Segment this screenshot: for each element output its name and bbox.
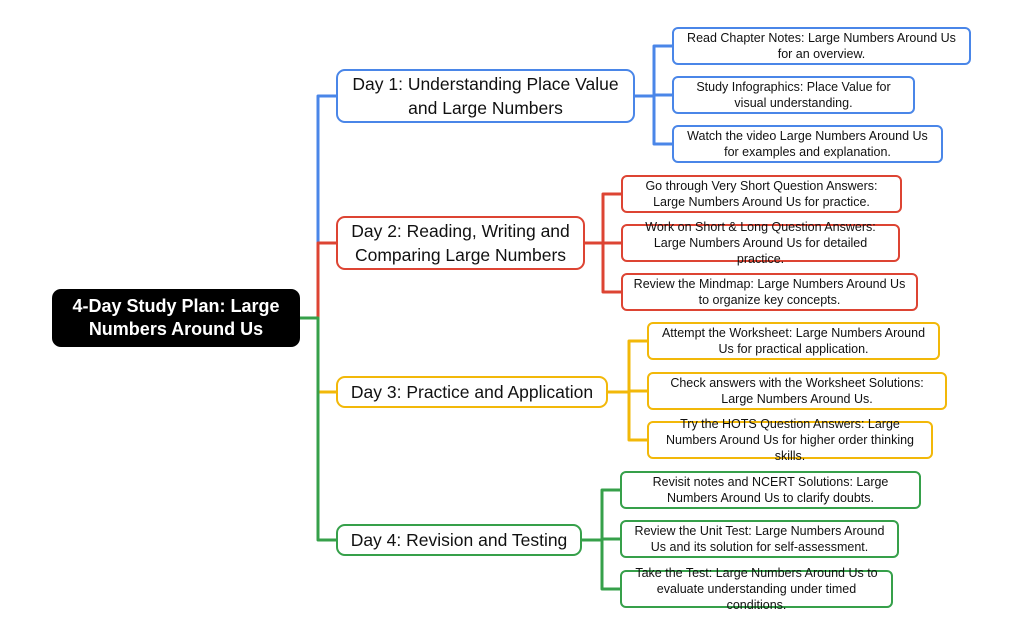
day-2-node: Day 2: Reading, Writing and Comparing La… <box>336 216 585 270</box>
day-3-task-1: Attempt the Worksheet: Large Numbers Aro… <box>647 322 940 360</box>
day-4-node: Day 4: Revision and Testing <box>336 524 582 556</box>
day-1-node: Day 1: Understanding Place Value and Lar… <box>336 69 635 123</box>
connector-root-day-2 <box>300 241 336 320</box>
connector-root-day-4 <box>300 316 336 542</box>
day-1-task-1: Read Chapter Notes: Large Numbers Around… <box>672 27 971 65</box>
day-4-task-1: Revisit notes and NCERT Solutions: Large… <box>620 471 921 509</box>
day-3-task-3: Try the HOTS Question Answers: Large Num… <box>647 417 933 463</box>
connector-day-2-task-1 <box>601 192 621 243</box>
day-2-task-2: Work on Short & Long Question Answers: L… <box>621 220 900 266</box>
day-4-task-2: Review the Unit Test: Large Numbers Arou… <box>620 520 899 558</box>
day-1-task-3: Watch the video Large Numbers Around Us … <box>672 125 943 163</box>
connector-day-4-task-1 <box>600 488 620 540</box>
day-4-task-3: Take the Test: Large Numbers Around Us t… <box>620 566 893 612</box>
day-3-task-2: Check answers with the Worksheet Solutio… <box>647 372 947 410</box>
connector-day-1-task-3 <box>652 96 672 146</box>
connector-day-2-task-3 <box>601 243 621 294</box>
connector-day-4-task-2 <box>600 537 620 541</box>
root-node-title: 4-Day Study Plan: Large Numbers Around U… <box>52 289 300 347</box>
day-1-task-2: Study Infographics: Place Value for visu… <box>672 76 915 114</box>
day-2-task-1: Go through Very Short Question Answers: … <box>621 175 902 213</box>
connector-day-4-task-3 <box>600 540 620 591</box>
day-3-node: Day 3: Practice and Application <box>336 376 608 408</box>
connector-day-3-task-2 <box>627 389 647 393</box>
connector-day-3-task-1 <box>627 339 647 392</box>
connector-day-3-task-3 <box>627 392 647 442</box>
connector-day-1-task-1 <box>652 44 672 96</box>
day-2-task-3: Review the Mindmap: Large Numbers Around… <box>621 273 918 311</box>
connector-day-1-task-2 <box>652 93 672 97</box>
